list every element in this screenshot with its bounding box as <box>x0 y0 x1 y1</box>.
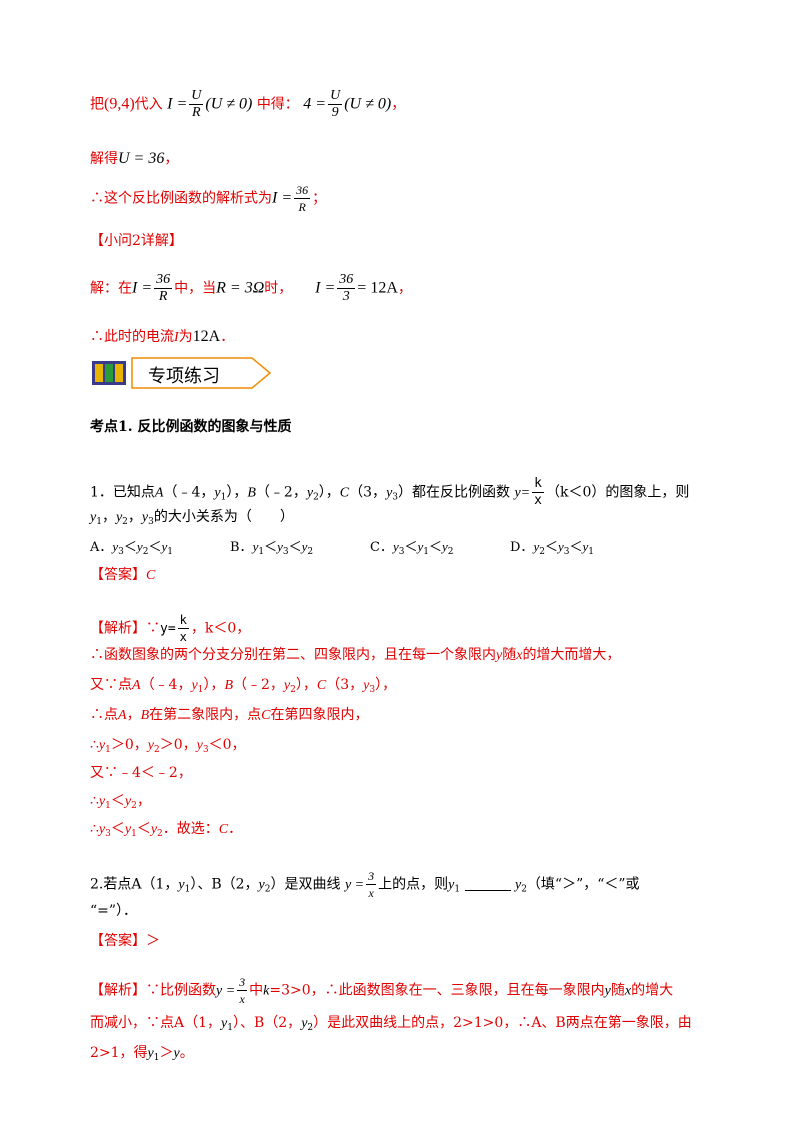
question-2-header: 【小问2详解】 <box>90 233 183 249</box>
q1-analysis-4: ∴点A，B在第二象限内，点C在第四象限内， <box>90 707 369 723</box>
q2-answer: 【答案】＞ <box>90 933 160 949</box>
formula-lhs: I = <box>167 95 188 113</box>
option-b[interactable]: B．y1＜y3＜y2 <box>230 539 314 557</box>
condition: (U ≠ 0) <box>344 95 392 113</box>
section-title: 考点1. 反比例函数的图象与性质 <box>90 419 292 435</box>
q1-line1: 1．已知点A（﹣4，y1），B（﹣2，y2），C（3，y3）都在反比例函数 y=… <box>90 476 690 508</box>
q1-options: A．y3＜y2＜y1 B．y1＜y3＜y2 C．y3＜y1＜y2 D．y2＜y3＜y1 <box>90 538 650 561</box>
text: 把 <box>90 96 104 113</box>
option-a[interactable]: A．y3＜y2＜y1 <box>90 539 173 557</box>
q1-analysis-3: 又∵点A（﹣4，y1），B（﹣2，y2），C（3，y3）， <box>90 677 397 695</box>
answer-blank[interactable] <box>464 889 511 891</box>
sol1-line2: 解得U = 36， <box>90 150 179 167</box>
condition: (U ≠ 0) <box>205 95 253 113</box>
q1-analysis-7: ∴y1＜y2， <box>90 793 151 811</box>
banner-title: 专项练习 <box>148 366 220 387</box>
point: (9,4) <box>104 95 135 113</box>
q1-analysis-2: ∴函数图象的两个分支分别在第二、四象限内，且在每一个象限内y随x的增大而增大， <box>90 647 621 663</box>
q1-line2: y1，y2，y3的大小关系为（ ） <box>90 509 294 527</box>
q2-analysis-2: 而减小，∵点A（1，y1）、B（2，y2）是此双曲线上的点，2>1>0，∴A、B… <box>90 1015 692 1033</box>
q1-analysis-8: ∴y3＜y1＜y2．故选：C． <box>90 821 243 839</box>
q2-analysis-3: 2>1，得y1＞y。 <box>90 1045 194 1063</box>
banner-icon <box>92 357 272 389</box>
q1-analysis-5: ∴y1＞0，y2＞0，y3＜0， <box>90 737 246 755</box>
text: 代入 <box>134 96 163 113</box>
q1-analysis-6: 又∵﹣4＜﹣2， <box>90 765 192 781</box>
q2-line2: “=”）． <box>90 903 138 919</box>
option-c[interactable]: C．y3＜y1＜y2 <box>370 539 454 557</box>
formula-lhs: 4 = <box>303 95 327 113</box>
q1-answer: 【答案】C <box>90 567 156 583</box>
sol2-line2: ∴此时的电流I为12A． <box>90 328 235 345</box>
formula: U = 36 <box>118 150 165 167</box>
option-d[interactable]: D．y2＜y3＜y1 <box>510 539 595 557</box>
text: 中得： <box>256 96 299 113</box>
section-banner: 专项练习 <box>92 356 272 390</box>
